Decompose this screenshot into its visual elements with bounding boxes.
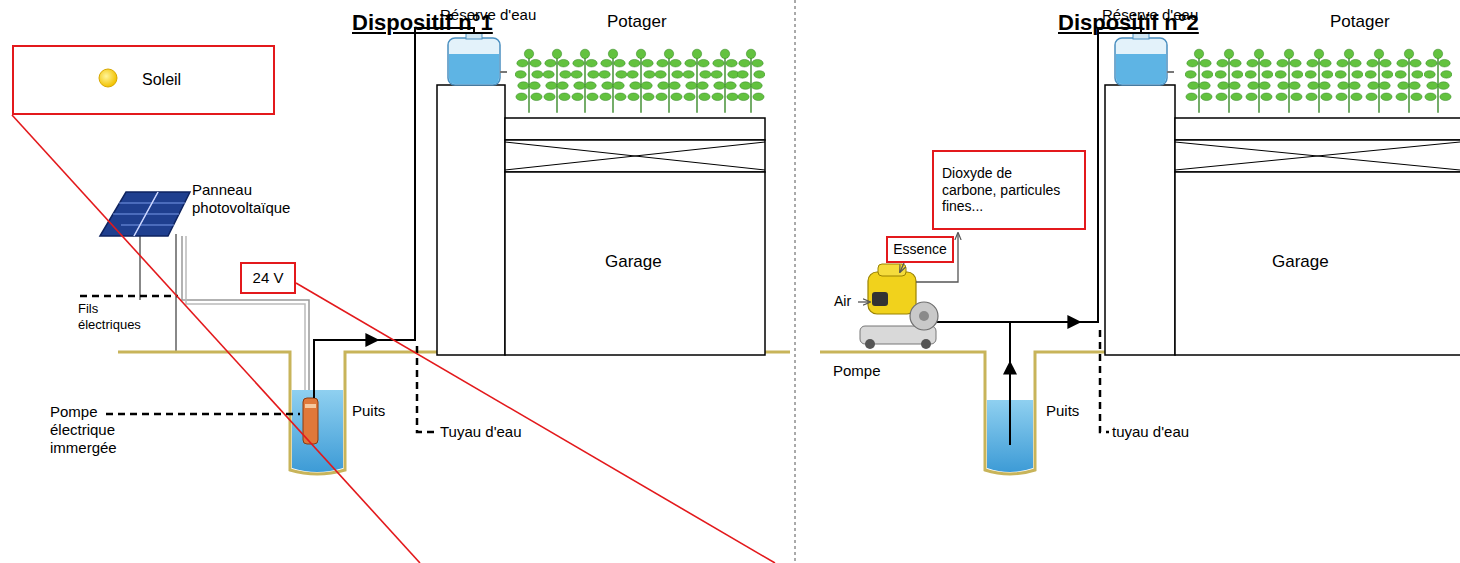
box-text: 24 V [253,269,284,287]
source-box: Soleil [12,45,275,115]
part-label: Réserve d'eau [1102,6,1198,24]
box-text: Essence [893,241,947,258]
part-label: Potager [607,12,667,32]
box-text: Dioxyde de carbone, particules fines... [942,165,1062,215]
part-label: Tuyau d'eau [440,423,522,441]
part-label: Potager [1330,12,1390,32]
part-label: Garage [1272,252,1329,272]
part-label: Fils électriques [78,301,158,332]
part-label: Pompe [833,362,881,380]
part-label: Réserve d'eau [440,6,536,24]
part-label: Garage [605,252,662,272]
part-label: Air [834,293,851,310]
part-label: Pompe électrique immergée [50,403,136,457]
voltage-box: 24 V [240,262,296,294]
part-label: Puits [1046,402,1079,420]
emission-box: Dioxyde de carbone, particules fines... [932,150,1086,230]
part-label: Panneau photovoltaïque [192,181,304,217]
part-label: tuyau d'eau [1112,423,1189,441]
fuel-box: Essence [886,236,954,263]
box-text: Soleil [142,70,181,89]
part-label: Puits [352,402,385,420]
